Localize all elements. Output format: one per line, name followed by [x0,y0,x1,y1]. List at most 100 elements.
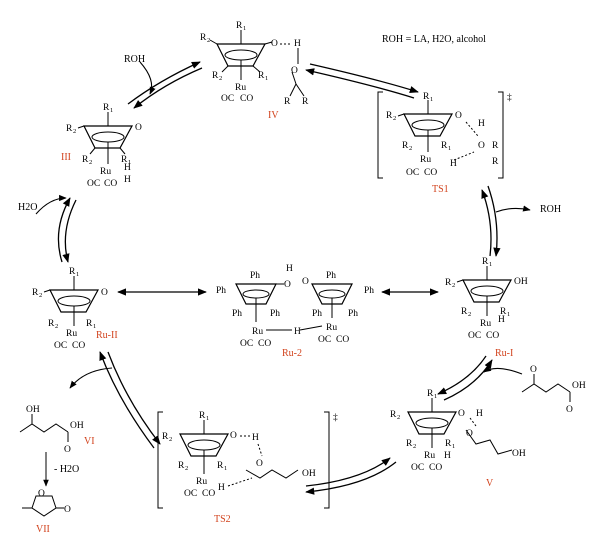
svg-text:Ph: Ph [364,286,374,296]
svg-text:R: R [121,155,128,165]
arrow-ru-ii-to-iii [57,197,71,263]
svg-text:R: R [500,307,507,317]
label-vi: VI [84,436,95,447]
svg-text:1: 1 [224,465,227,472]
svg-text:O: O [302,277,309,287]
svg-text:R: R [66,124,73,134]
svg-text:CO: CO [258,339,271,349]
svg-text:O: O [284,280,291,290]
svg-text:H: H [294,39,301,49]
cycle-arrows [57,61,501,495]
roh-definition: ROH = LA, H2O, alcohol [382,34,486,45]
arrow-v-to-ts2 [305,461,397,495]
svg-text:2: 2 [468,311,471,318]
svg-text:1: 1 [128,159,131,166]
svg-text:1: 1 [452,443,455,450]
svg-text:OH: OH [512,449,526,459]
svg-text:2: 2 [185,465,188,472]
svg-text:Ph: Ph [216,286,226,296]
svg-text:2: 2 [219,75,222,82]
svg-text:2: 2 [55,323,58,330]
label-vii: VII [36,524,50,535]
svg-text:Ru: Ru [196,477,207,487]
complex-ru-2: Ph Ph Ph Ph H O O Ph Ph Ph Ph Ru H Ru OC… [216,264,374,359]
svg-text:CO: CO [72,341,85,351]
minus-h2o: - H2O [54,464,79,475]
svg-text:CO: CO [202,489,215,499]
svg-text:R: R [406,439,413,449]
reagent-arrows [35,61,531,389]
svg-text:O: O [466,429,473,439]
levulinic-acid-reagent: O OH O [521,365,586,415]
svg-text:O: O [271,39,278,49]
svg-text:1: 1 [430,96,433,103]
arrow-roh-out [495,205,531,213]
svg-text:O: O [64,445,71,455]
svg-text:H: H [294,327,301,337]
svg-text:O: O [478,141,485,151]
svg-text:Ph: Ph [348,309,358,319]
svg-text:H: H [444,451,451,461]
svg-text:R: R [82,155,89,165]
arrow-ru-ii-to-ts2 [107,351,161,445]
svg-text:R: R [402,141,409,151]
svg-text:2: 2 [397,414,400,421]
svg-text:O: O [230,431,237,441]
label-iii: III [61,152,71,163]
svg-text:2: 2 [452,282,455,289]
svg-text:R: R [461,307,468,317]
svg-text:O: O [256,459,263,469]
svg-text:Ru: Ru [235,83,246,93]
svg-text:O: O [38,489,45,499]
svg-text:O: O [530,365,537,375]
svg-text:R: R [492,157,499,167]
svg-text:O: O [455,111,462,121]
arrow-h2o-in [35,194,67,215]
svg-text:Ph: Ph [232,309,242,319]
arrow-ru-i-to-ts1 [481,189,492,257]
arrow-ts2-to-v [305,457,391,487]
svg-text:H: H [498,315,505,325]
svg-text:R: R [284,97,291,107]
svg-text:OH: OH [26,405,40,415]
svg-text:H: H [218,483,225,493]
svg-text:1: 1 [93,323,96,330]
svg-text:R: R [423,92,430,102]
svg-text:R: R [386,111,393,121]
svg-text:R: R [212,71,219,81]
svg-text:R: R [32,288,39,298]
svg-text:CO: CO [240,94,253,104]
svg-text:R: R [200,33,207,43]
svg-text:Ph: Ph [250,271,260,281]
arrow-ru-i-to-v [437,355,487,395]
svg-text:Ph: Ph [326,271,336,281]
svg-text:OH: OH [514,277,528,287]
svg-text:R: R [492,141,499,151]
svg-text:CO: CO [424,168,437,178]
svg-text:CO: CO [336,335,349,345]
arrow-iv-to-iii [133,67,203,109]
svg-text:H: H [478,119,485,129]
svg-text:H: H [124,175,131,185]
svg-text:O: O [458,409,465,419]
svg-text:2: 2 [89,159,92,166]
svg-text:1: 1 [448,145,451,152]
svg-text:CO: CO [486,331,499,341]
svg-text:R: R [441,141,448,151]
svg-text:OH: OH [302,469,316,479]
reagent-h2o-in: H2O [18,202,37,213]
svg-text:R: R [302,97,309,107]
svg-text:H: H [124,163,131,173]
levulinic-to-gvl: OH OH O VI - H2O O O VII [19,405,95,535]
svg-text:Ph: Ph [312,309,322,319]
svg-text:H: H [252,433,259,443]
reagent-roh-out: ROH [540,204,561,215]
label-ru-2: Ru-2 [282,348,302,359]
reagent-roh-in: ROH [124,54,145,65]
svg-text:OC: OC [221,94,234,104]
arrow-iii-to-iv [127,61,201,105]
